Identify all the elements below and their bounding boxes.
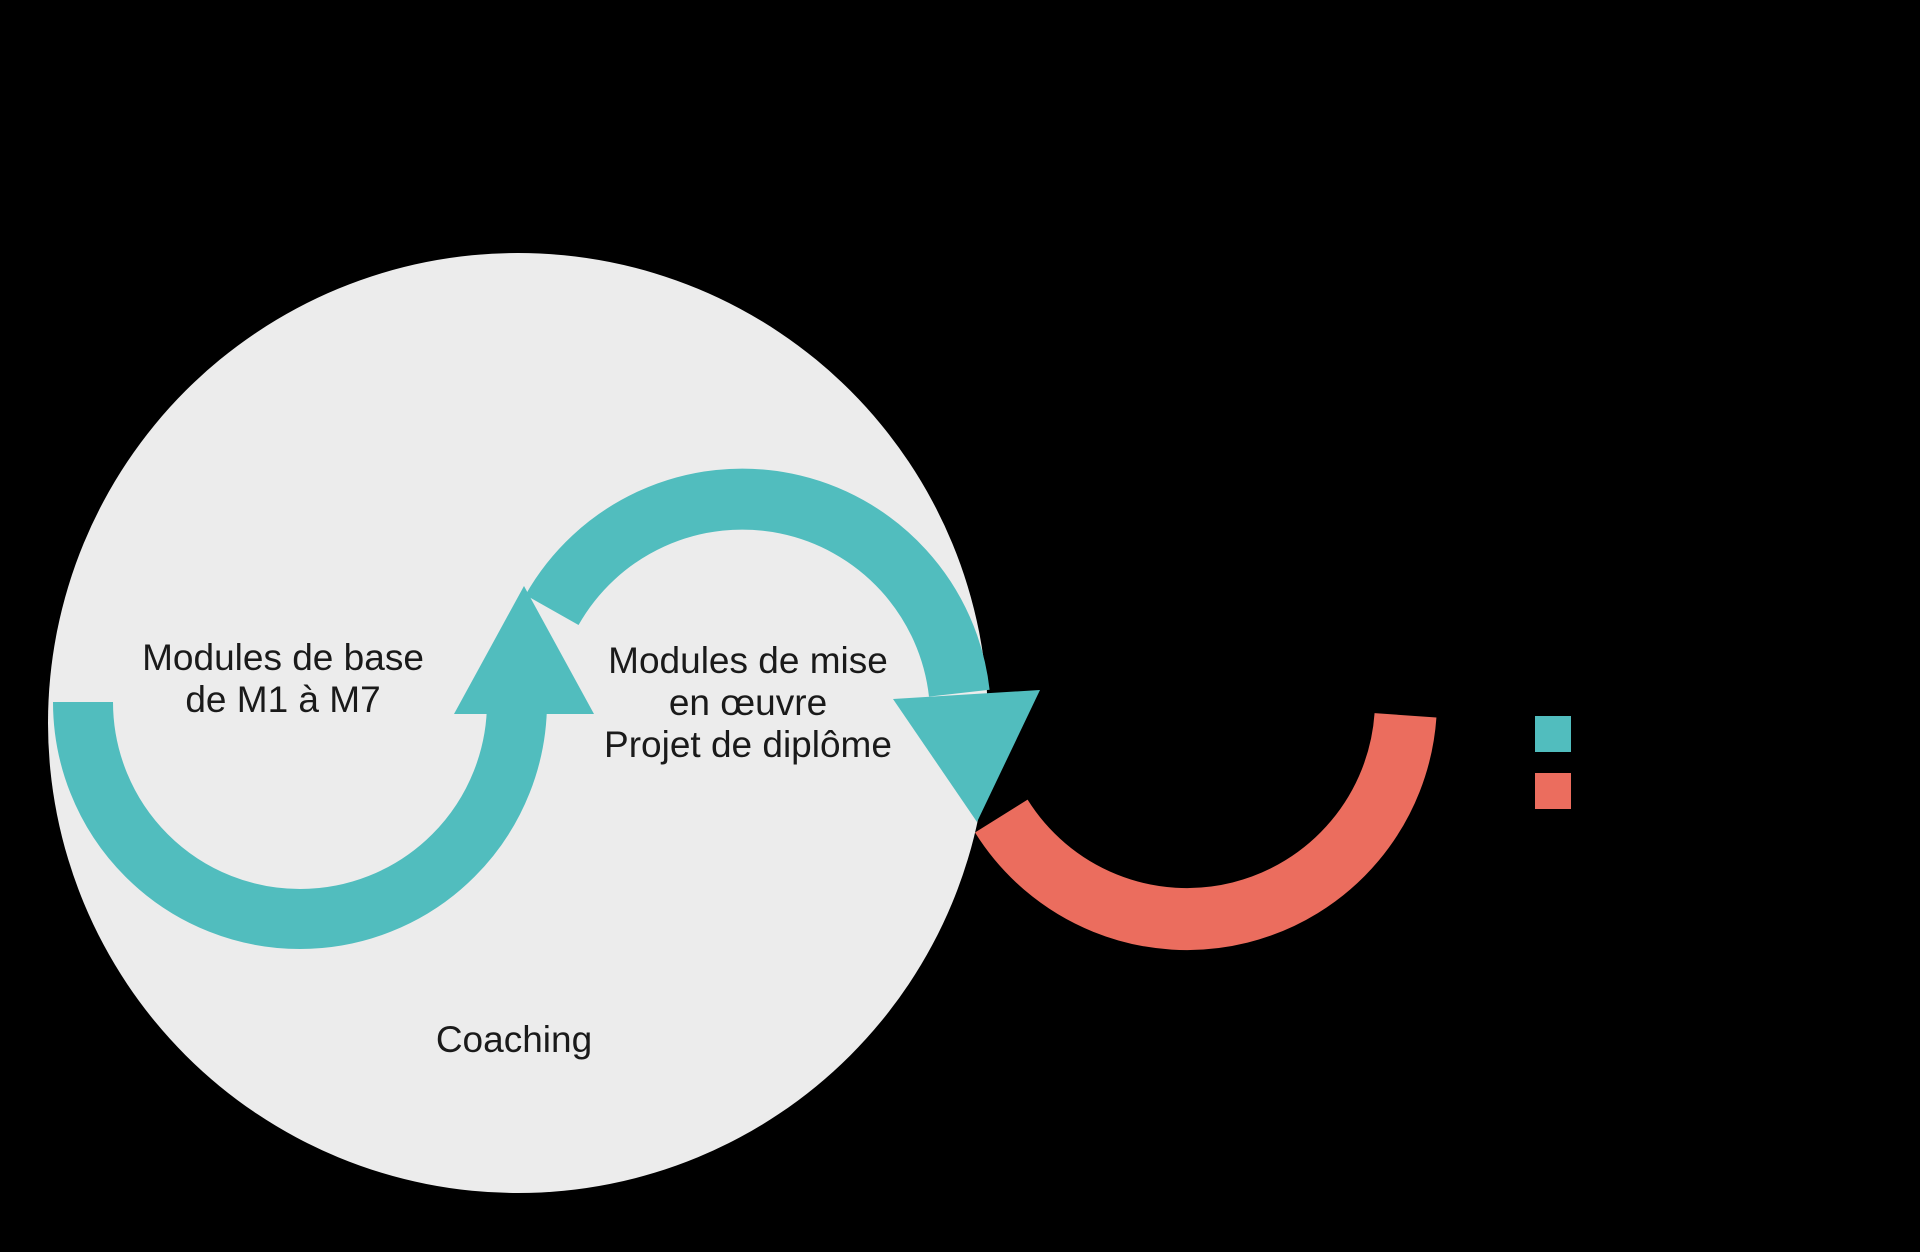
implementation-arc: [525, 468, 990, 697]
coaching-label: Coaching: [435, 1019, 593, 1060]
down-arrowhead-icon: [893, 690, 1040, 822]
base-modules-label: Modules de base de M1 à M7: [93, 637, 473, 721]
legend-red-swatch: [1535, 773, 1571, 809]
base-modules-arc: [53, 701, 547, 949]
base-modules-label-line1: Modules de base: [142, 637, 424, 678]
implementation-label: Modules de mise en œuvre Projet de diplô…: [568, 640, 928, 766]
external-continuation-arc: [975, 712, 1437, 951]
implementation-label-line1: Modules de mise: [608, 640, 888, 681]
implementation-label-line2: en œuvre: [668, 682, 828, 723]
legend-teal-swatch: [1535, 716, 1571, 752]
up-arrowhead-icon: [454, 586, 594, 714]
base-modules-label-line2: de M1 à M7: [185, 679, 381, 720]
implementation-label-line3: Projet de diplôme: [604, 724, 892, 765]
